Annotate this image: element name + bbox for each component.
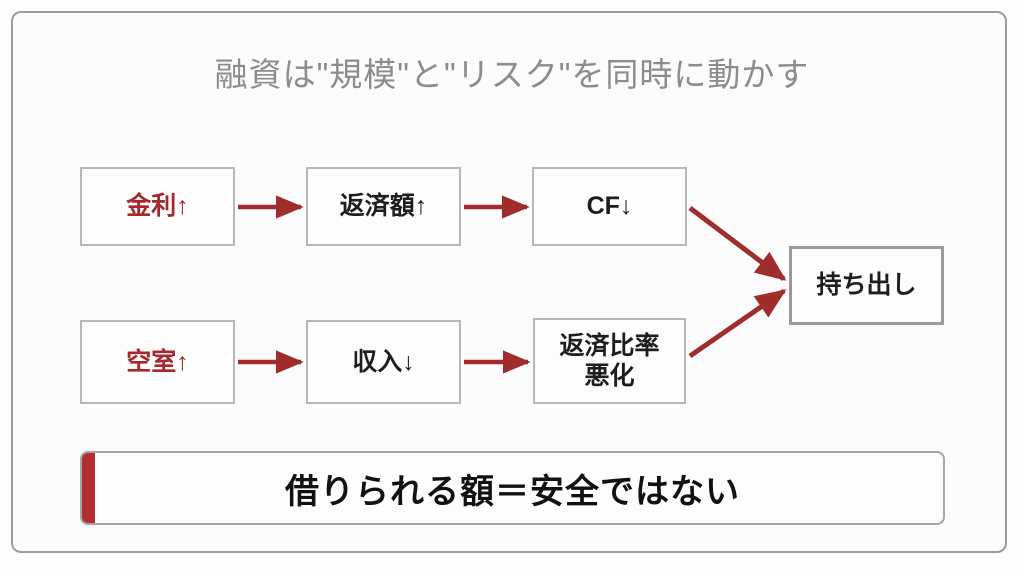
node-kushitsu-label: 空室↑ [126, 347, 189, 376]
node-kushitsu[interactable]: 空室↑ [80, 320, 235, 404]
node-cf-label: CF↓ [586, 192, 633, 221]
node-hensai-hiritsu-label-line2: 悪化 [584, 362, 635, 390]
node-cf[interactable]: CF↓ [532, 167, 687, 246]
conclusion-banner: 借りられる額＝安全ではない [80, 451, 945, 525]
node-hensai-gaku-label: 返済額↑ [339, 192, 428, 221]
node-kinri[interactable]: 金利↑ [80, 167, 235, 246]
node-mochidashi-label: 持ち出し [816, 271, 917, 300]
banner-accent-bar [82, 453, 95, 523]
node-kinri-label: 金利↑ [126, 192, 189, 221]
node-hensai-gaku[interactable]: 返済額↑ [306, 167, 461, 246]
node-hensai-hiritsu-label-line1: 返済比率 [559, 331, 660, 360]
node-shunyu[interactable]: 収入↓ [306, 320, 461, 404]
node-hensai-hiritsu[interactable]: 返済比率 悪化 [533, 318, 686, 404]
node-shunyu-label: 収入↓ [352, 347, 415, 376]
conclusion-banner-text: 借りられる額＝安全ではない [285, 472, 740, 511]
page-title: 融資は"規模"と"リスク"を同時に動かす [214, 56, 810, 93]
node-mochidashi[interactable]: 持ち出し [789, 246, 944, 325]
